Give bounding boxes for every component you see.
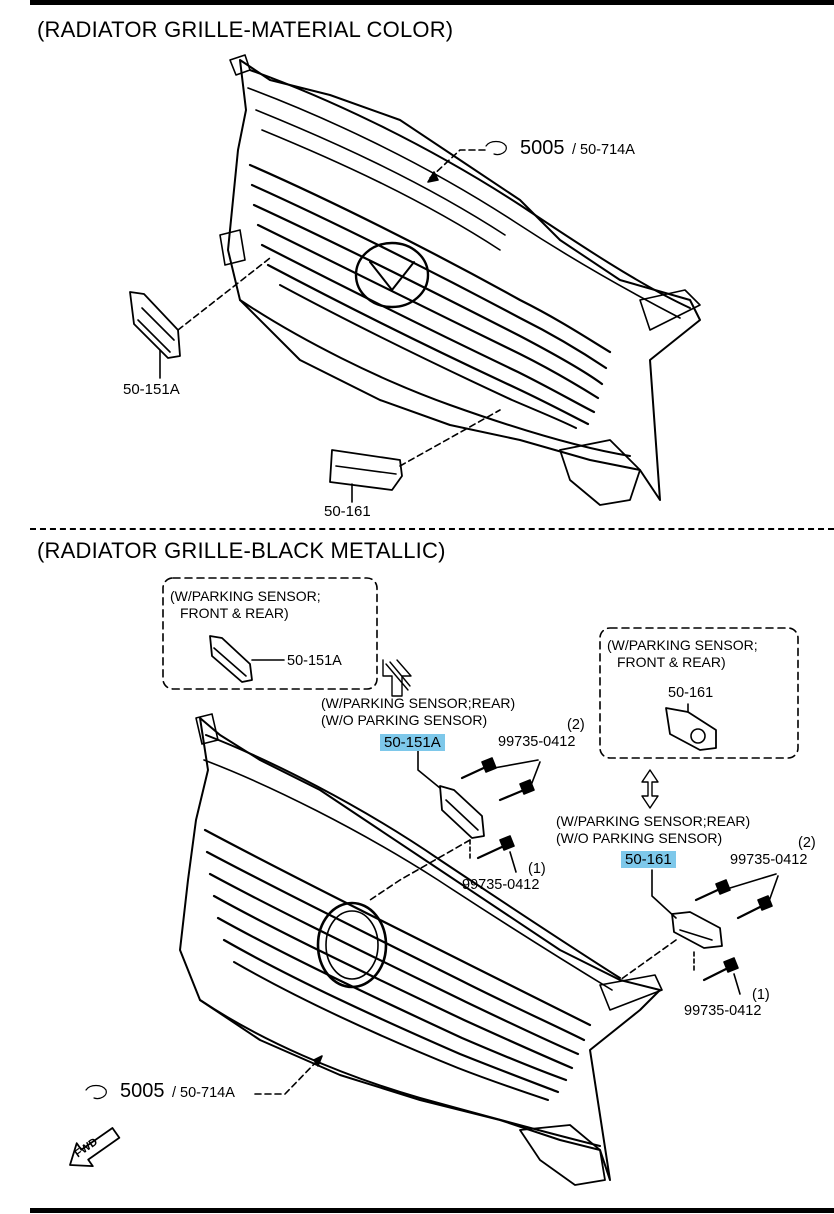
box-left-part-label: 50-151A xyxy=(287,653,342,669)
right-condition-note: (W/PARKING SENSOR;REAR) (W/O PARKING SEN… xyxy=(556,813,751,846)
screw-right-upper-icon xyxy=(694,879,731,902)
fwd-arrow-icon xyxy=(69,1127,121,1168)
left-bolt-code-lower: 99735-0412 xyxy=(462,877,540,893)
box-left-condition: (W/PARKING SENSOR; FRONT & REAR) xyxy=(170,588,321,621)
top-border xyxy=(30,0,834,5)
section-divider xyxy=(30,528,834,530)
top-grille-code-sub: / 50-714A xyxy=(572,142,635,158)
part-50-151a-bracket-illustration xyxy=(369,749,485,901)
left-bolt-code-upper: 99735-0412 xyxy=(498,734,576,750)
right-part-highlight-50-161: 50-161 xyxy=(621,851,676,868)
right-bolt-qty-1: (1) xyxy=(752,987,770,1003)
section-title-black-metallic: (RADIATOR GRILLE-BLACK METALLIC) xyxy=(37,538,446,563)
screw-right-lower-icon xyxy=(693,951,739,982)
screw-upper-left-icon xyxy=(460,757,497,780)
top-grille-code-main: 5005 xyxy=(520,137,565,159)
top-label-50-151a: 50-151A xyxy=(123,381,180,398)
part-50-151a-box-illustration xyxy=(209,635,285,683)
left-bolt-qty-1: (1) xyxy=(528,861,546,877)
part-50-161-top-illustration xyxy=(329,409,501,503)
right-bolt-qty-2: (2) xyxy=(798,835,816,851)
part-50-161-box-illustration xyxy=(665,703,717,751)
part-50-161-bracket-illustration xyxy=(619,869,723,981)
box-right-part-label: 50-161 xyxy=(668,685,714,701)
callout-box-left xyxy=(162,577,378,690)
section-title-material-color: (RADIATOR GRILLE-MATERIAL COLOR) xyxy=(37,17,454,42)
top-label-50-161: 50-161 xyxy=(324,503,371,520)
left-bolt-qty-2: (2) xyxy=(567,717,585,733)
left-condition-note: (W/PARKING SENSOR;REAR) (W/O PARKING SEN… xyxy=(321,695,516,728)
grille-top-illustration xyxy=(219,54,701,506)
connector-arrow-left xyxy=(382,659,412,697)
left-part-highlight-50-151a: 50-151A xyxy=(380,734,445,751)
screw-right-mid-icon xyxy=(736,895,773,920)
connector-arrow-right xyxy=(641,769,659,809)
paint-can-icon-top xyxy=(485,140,507,156)
part-50-151a-top-illustration xyxy=(129,257,271,379)
screw-lower-left-icon xyxy=(469,835,515,861)
bottom-grille-code-main: 5005 xyxy=(120,1080,165,1102)
right-bolt-code-lower: 99735-0412 xyxy=(684,1003,762,1019)
screw-upper-right-icon xyxy=(498,779,535,802)
paint-can-icon-bottom xyxy=(85,1084,107,1100)
bottom-grille-code-sub: / 50-714A xyxy=(172,1085,235,1101)
grille-bottom-illustration xyxy=(179,713,663,1186)
box-right-condition: (W/PARKING SENSOR; FRONT & REAR) xyxy=(607,637,758,670)
right-bolt-code-upper: 99735-0412 xyxy=(730,852,808,868)
bottom-border xyxy=(30,1208,834,1213)
callout-box-right xyxy=(599,627,799,759)
